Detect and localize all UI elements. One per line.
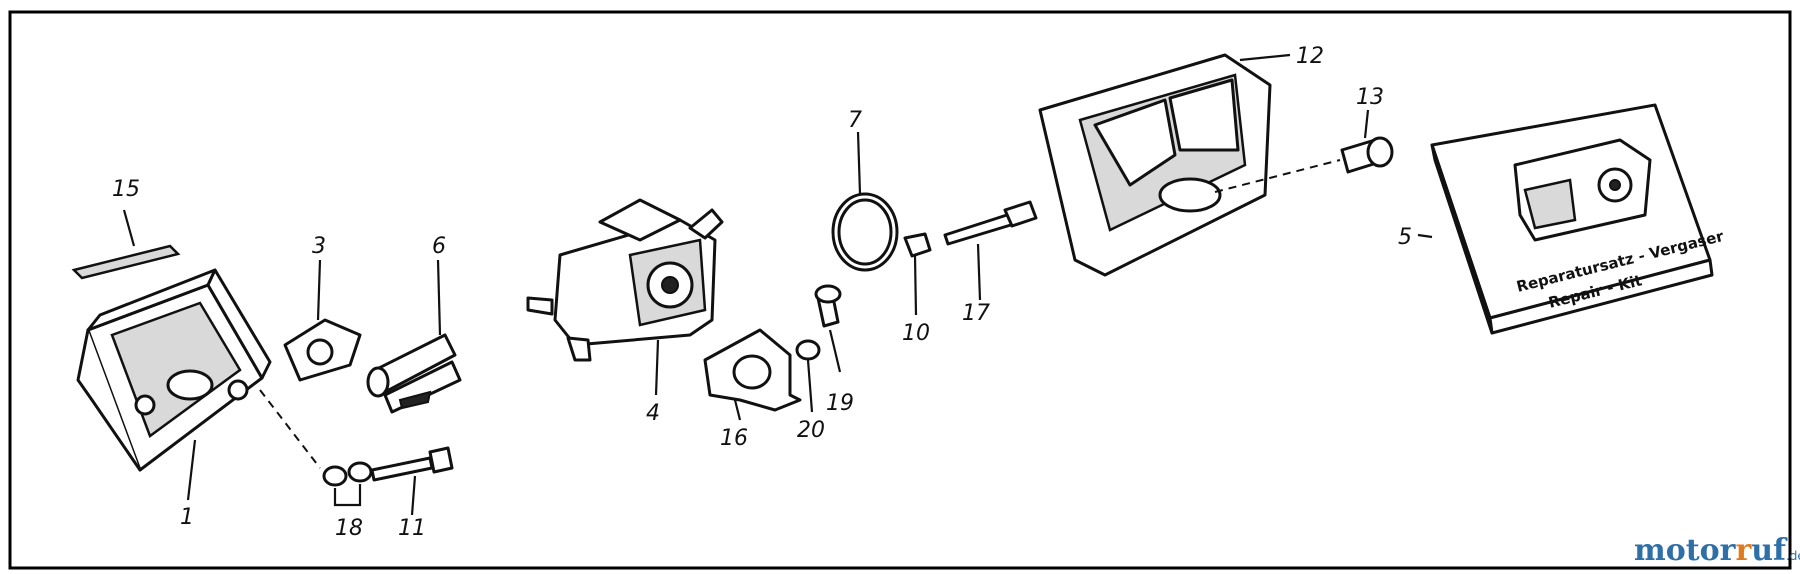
part-5-repair-kit-box: Reparatursatz - Vergaser Repair - Kit bbox=[1417, 103, 1726, 335]
callout-13: 13 bbox=[1356, 85, 1384, 110]
callout-17: 17 bbox=[962, 301, 990, 326]
callout-6: 6 bbox=[432, 234, 446, 259]
callout-16: 16 bbox=[720, 426, 748, 451]
watermark-r: r bbox=[1735, 533, 1752, 568]
diagram-frame bbox=[8, 10, 1792, 570]
callout-12: 12 bbox=[1296, 44, 1324, 69]
repair-kit-carburetor-illustration bbox=[1513, 138, 1652, 242]
part-12-air-filter-cover bbox=[1038, 53, 1341, 277]
callout-3: 3 bbox=[312, 234, 326, 259]
callout-18: 18 bbox=[335, 516, 363, 541]
part-10-nut bbox=[903, 232, 932, 316]
part-11-bolt bbox=[370, 446, 454, 516]
motoruf-watermark: motorruf.de bbox=[1634, 533, 1800, 568]
part-1-intake-manifold bbox=[76, 268, 272, 501]
callout-20: 20 bbox=[797, 418, 825, 443]
part-20-washer bbox=[795, 339, 821, 413]
part-6-spacer-tubes bbox=[366, 259, 462, 414]
watermark-uf: uf bbox=[1751, 533, 1788, 568]
part-15-gasket-strip bbox=[71, 209, 181, 280]
callout-15: 15 bbox=[112, 177, 140, 202]
watermark-tld: .de bbox=[1786, 549, 1800, 563]
part-17-stud bbox=[943, 200, 1038, 301]
callout-10: 10 bbox=[902, 321, 930, 346]
part-18-washers bbox=[259, 389, 373, 507]
part-16-flange-gasket bbox=[703, 328, 802, 421]
part-13-fitting bbox=[1340, 109, 1394, 174]
watermark-motor: motor bbox=[1634, 533, 1737, 568]
part-7-o-ring bbox=[831, 131, 899, 272]
part-4-carburetor bbox=[526, 198, 724, 396]
callout-11: 11 bbox=[398, 516, 426, 541]
callout-4: 4 bbox=[646, 401, 660, 426]
svg-text:motorruf.de: motorruf.de bbox=[1634, 533, 1800, 568]
callout-7: 7 bbox=[848, 108, 862, 133]
callout-19: 19 bbox=[826, 391, 854, 416]
callout-1: 1 bbox=[180, 505, 194, 530]
part-3-gasket bbox=[283, 259, 362, 382]
part-19-screw bbox=[814, 284, 842, 373]
callout-5: 5 bbox=[1398, 225, 1412, 250]
